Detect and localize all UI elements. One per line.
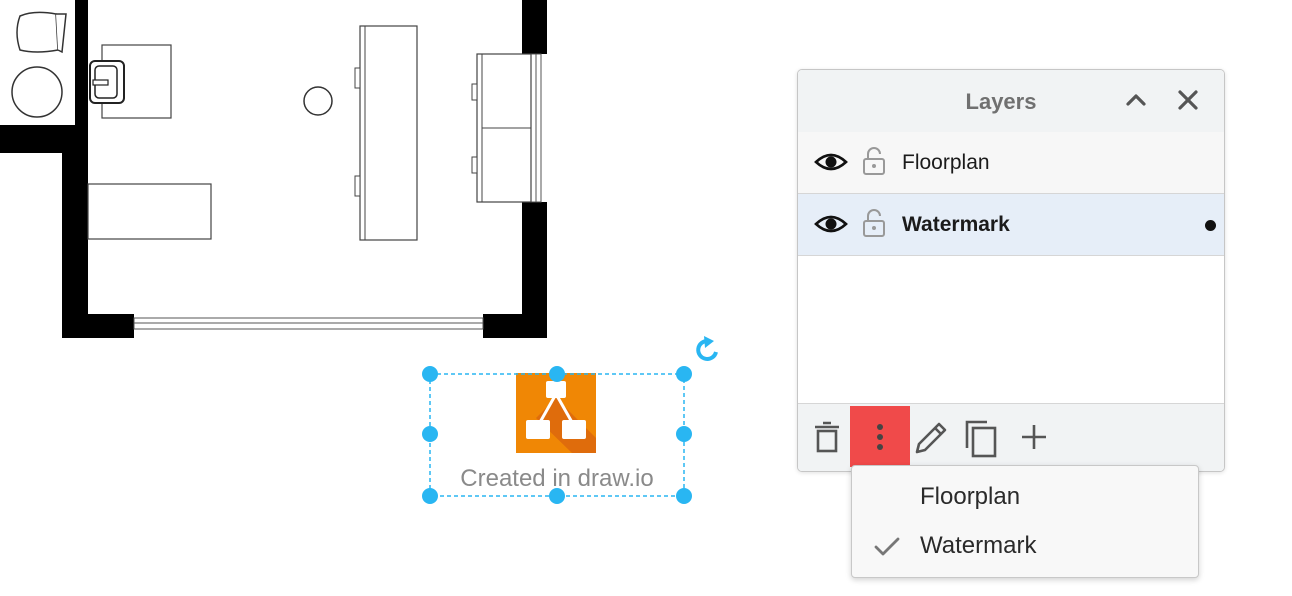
menu-item-watermark[interactable]: Watermark	[852, 523, 1198, 569]
layer-label[interactable]: Floorplan	[902, 151, 990, 174]
wall-segment[interactable]	[75, 0, 88, 153]
more-vertical-icon[interactable]	[858, 414, 902, 460]
resize-handle[interactable]	[676, 366, 692, 382]
close-icon[interactable]	[1172, 84, 1204, 116]
unlocked-icon[interactable]	[862, 146, 886, 176]
layer-row-watermark[interactable]: Watermark	[798, 194, 1224, 256]
layer-label[interactable]: Watermark	[902, 213, 1010, 236]
eye-icon[interactable]	[814, 148, 848, 176]
menu-item-label: Floorplan	[920, 483, 1021, 510]
layer-row-floorplan[interactable]: Floorplan	[798, 132, 1224, 194]
resize-handle[interactable]	[422, 426, 438, 442]
resize-handle[interactable]	[422, 366, 438, 382]
resize-handle[interactable]	[676, 488, 692, 504]
plus-icon[interactable]	[1012, 414, 1056, 460]
move-to-layer-menu: Floorplan Watermark	[851, 465, 1199, 578]
layers-toolbar	[798, 403, 1224, 471]
trash-icon[interactable]	[806, 414, 850, 460]
bench[interactable]	[87, 183, 212, 240]
layers-panel-header[interactable]: Layers	[798, 70, 1224, 133]
duplicate-icon[interactable]	[961, 414, 1005, 460]
wall-segment[interactable]	[62, 314, 134, 338]
resize-handle[interactable]	[676, 426, 692, 442]
checkmark-icon	[872, 535, 902, 559]
eye-icon[interactable]	[814, 210, 848, 238]
pencil-icon[interactable]	[909, 414, 953, 460]
resize-handle[interactable]	[549, 366, 565, 382]
chevron-up-icon[interactable]	[1120, 84, 1152, 116]
current-layer-dot-icon	[1205, 220, 1216, 231]
floorplan-shapes[interactable]	[0, 0, 547, 338]
floor-drain[interactable]	[303, 86, 333, 116]
resize-handle[interactable]	[549, 488, 565, 504]
wardrobe[interactable]	[359, 25, 418, 241]
wall-segment[interactable]	[522, 0, 547, 54]
wall-segment[interactable]	[62, 125, 88, 337]
menu-item-label: Watermark	[920, 532, 1037, 559]
resize-handle[interactable]	[422, 488, 438, 504]
chair[interactable]	[16, 11, 59, 53]
round-table[interactable]	[11, 66, 63, 118]
watermark-caption[interactable]: Created in draw.io	[460, 465, 654, 492]
wall-segment[interactable]	[522, 202, 547, 338]
rotate-handle-icon[interactable]	[696, 336, 718, 361]
layers-panel: Layers Floorplan Watermark	[797, 69, 1225, 472]
panel-title: Layers	[965, 89, 1037, 114]
unlocked-icon[interactable]	[862, 208, 886, 238]
menu-item-floorplan[interactable]: Floorplan	[852, 474, 1198, 520]
drawio-logo[interactable]	[516, 373, 596, 453]
selection-box[interactable]	[422, 366, 692, 504]
